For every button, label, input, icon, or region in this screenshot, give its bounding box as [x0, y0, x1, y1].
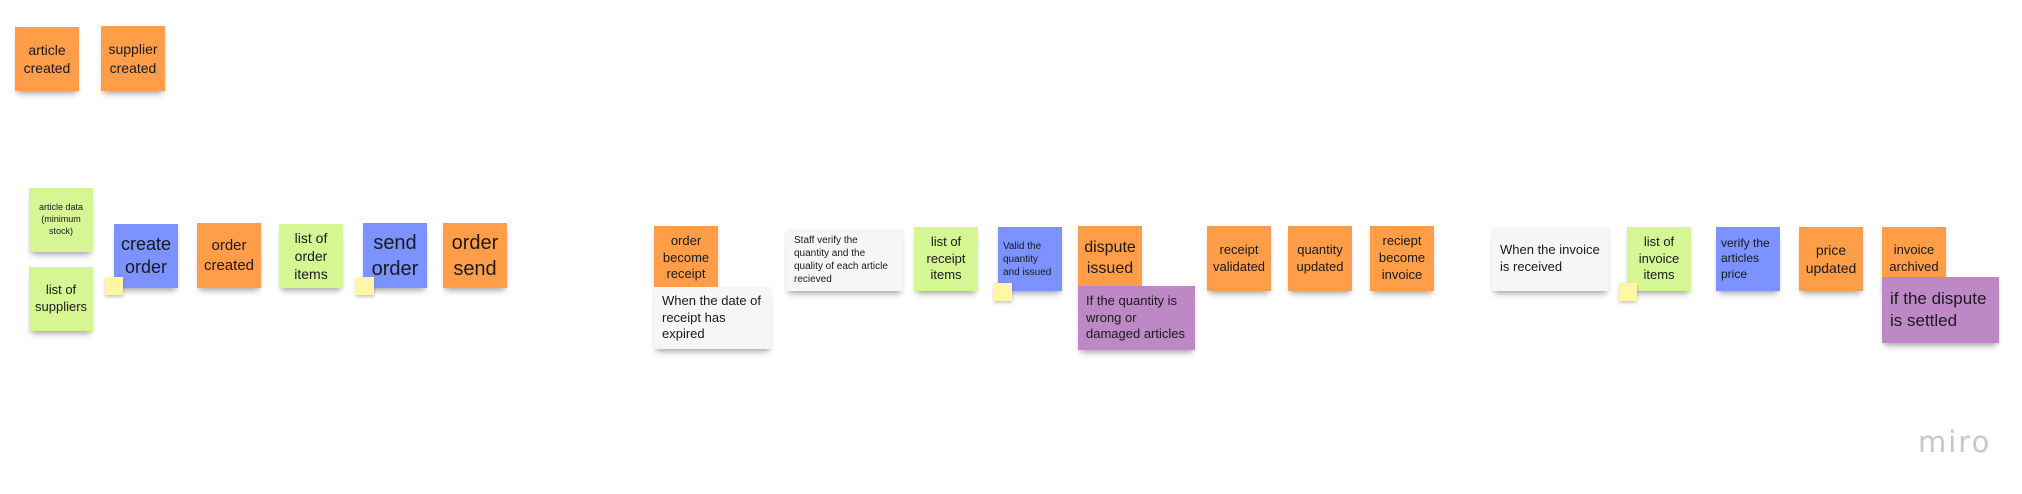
- sticky-valid-quantity-issued[interactable]: Valid the quantity and issued: [998, 227, 1062, 291]
- sticky-text: list of order items: [294, 229, 328, 283]
- miro-logo: miro: [1918, 425, 1992, 459]
- sticky-text: Staff verify the quantity and the qualit…: [794, 235, 888, 285]
- sticky-text: receipt validated: [1212, 241, 1266, 274]
- sticky-reciept-become-invoice[interactable]: reciept become invoice: [1370, 226, 1434, 291]
- sticky-text: If the quantity is wrong or damaged arti…: [1086, 292, 1185, 342]
- sticky-dispute-issued[interactable]: dispute issued: [1078, 226, 1142, 291]
- sticky-text: order created: [203, 237, 255, 274]
- sticky-invoice-received[interactable]: When the invoice is received: [1492, 227, 1609, 291]
- sticky-text: list of suppliers: [35, 282, 88, 314]
- sticky-text: supplier created: [108, 41, 158, 76]
- actor-sticky[interactable]: [1619, 283, 1637, 301]
- actor-sticky[interactable]: [356, 277, 374, 295]
- sticky-text: verify the articles price: [1721, 235, 1770, 281]
- sticky-text: list of receipt items: [926, 233, 966, 283]
- sticky-list-of-order-items[interactable]: list of order items: [279, 224, 343, 288]
- sticky-receipt-validated[interactable]: receipt validated: [1207, 226, 1271, 291]
- sticky-text: order send: [451, 231, 499, 280]
- actor-sticky[interactable]: [994, 283, 1012, 301]
- sticky-text: article data (minimum stock): [38, 202, 84, 236]
- sticky-supplier-created[interactable]: supplier created: [101, 26, 165, 91]
- sticky-text: price updated: [1805, 241, 1857, 276]
- sticky-order-send[interactable]: order send: [443, 223, 507, 288]
- sticky-quantity-updated[interactable]: quantity updated: [1288, 226, 1352, 291]
- sticky-quantity-wrong-damaged[interactable]: If the quantity is wrong or damaged arti…: [1078, 286, 1195, 350]
- sticky-list-of-suppliers[interactable]: list of suppliers: [29, 267, 93, 331]
- sticky-text: When the invoice is received: [1500, 242, 1600, 274]
- sticky-text: Valid the quantity and issued: [1003, 240, 1052, 278]
- sticky-text: dispute issued: [1084, 238, 1136, 277]
- actor-sticky[interactable]: [105, 277, 123, 295]
- sticky-price-updated[interactable]: price updated: [1799, 227, 1863, 291]
- sticky-verify-articles-price[interactable]: verify the articles price: [1716, 227, 1780, 291]
- sticky-text: list of invoice items: [1638, 233, 1680, 283]
- sticky-text: reciept become invoice: [1378, 233, 1426, 282]
- sticky-text: create order: [120, 233, 172, 277]
- sticky-dispute-settled[interactable]: if the dispute is settled: [1882, 277, 1999, 343]
- sticky-staff-verify[interactable]: Staff verify the quantity and the qualit…: [786, 229, 903, 291]
- sticky-order-created[interactable]: order created: [197, 223, 261, 288]
- sticky-text: send order: [371, 231, 419, 280]
- sticky-date-receipt-expired[interactable]: When the date of receipt has expired: [654, 287, 771, 349]
- sticky-create-order[interactable]: create order: [114, 224, 178, 288]
- sticky-text: article created: [23, 41, 71, 76]
- sticky-list-of-receipt-items[interactable]: list of receipt items: [914, 227, 978, 291]
- sticky-text: When the date of receipt has expired: [662, 292, 762, 342]
- sticky-text: quantity updated: [1296, 241, 1344, 274]
- sticky-order-become-receipt[interactable]: order become receipt: [654, 226, 718, 290]
- sticky-text: order become receipt: [662, 232, 710, 282]
- sticky-text: if the dispute is settled: [1890, 288, 1987, 330]
- sticky-list-of-invoice-items[interactable]: list of invoice items: [1627, 227, 1691, 291]
- sticky-text: invoice archived: [1889, 242, 1939, 274]
- sticky-article-data[interactable]: article data (minimum stock): [29, 188, 93, 252]
- sticky-article-created[interactable]: article created: [15, 27, 79, 91]
